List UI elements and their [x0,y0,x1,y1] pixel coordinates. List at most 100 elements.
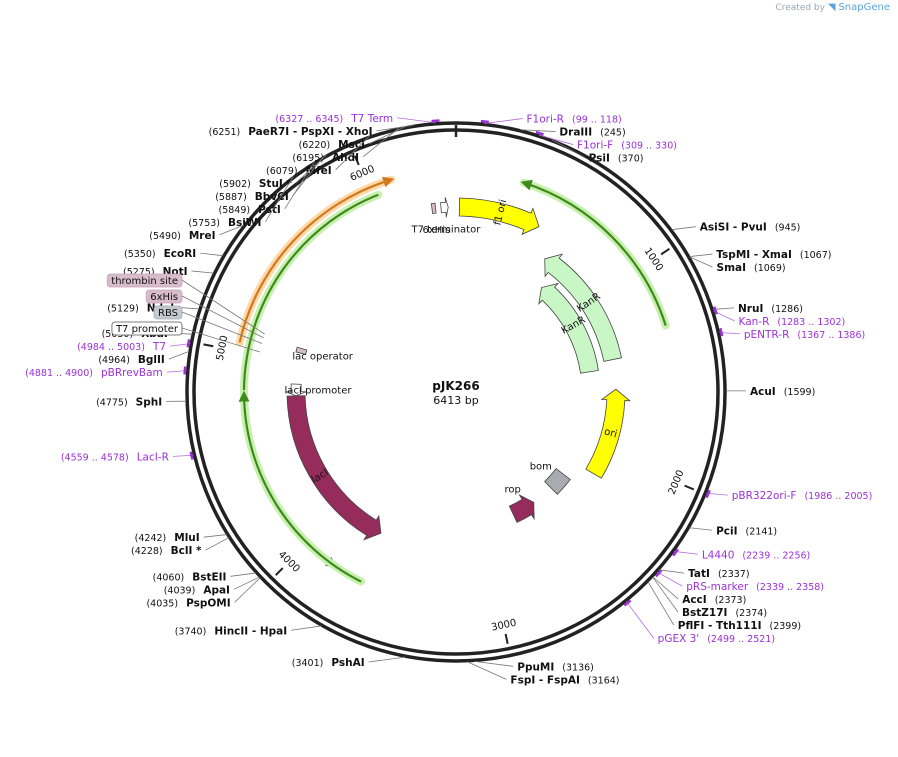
primer-mark[interactable] [431,119,440,123]
site-position: (2399) [770,621,802,632]
boxed-feature-thrombin-site[interactable]: thrombin site [106,273,265,335]
site-label[interactable]: BstEII(4060) [153,571,227,583]
feature-6xhis[interactable] [430,202,437,214]
primer-mark[interactable] [189,451,194,460]
primer-label[interactable]: pENTR-R(1367 .. 1386) [744,329,865,341]
site-label[interactable]: TspMI - XmaI(1067) [716,249,831,261]
site-label[interactable]: AhdI(6195) [292,152,359,164]
site-leader-line [335,136,370,171]
site-label[interactable]: PstI(5849) [218,204,280,216]
site-label[interactable]: SphI(4775) [96,396,162,408]
site-position: (370) [618,154,644,165]
primer-label[interactable]: pGEX 3'(2499 .. 2521) [658,633,775,645]
primer-leader-line [673,550,698,555]
primer-mark[interactable] [705,489,711,499]
primer-label[interactable]: pBR322ori-F(1986 .. 2005) [732,490,873,502]
feature-kanr[interactable] [538,282,599,374]
site-leader-line [191,270,214,274]
primer-mark[interactable] [480,119,489,124]
site-position: (2374) [735,608,767,619]
site-label[interactable]: AccI(2373) [682,594,746,606]
plasmid-length: 6413 bp [433,394,478,407]
site-label[interactable]: SmaI(1069) [717,262,786,274]
feature-bom[interactable] [544,468,571,495]
boxed-feature-bg [145,289,183,304]
site-label[interactable]: PaeR7I - PspXI - XhoI(6251) [209,126,373,138]
primer-label[interactable]: F1ori-R(99 .. 118) [527,114,622,126]
site-label[interactable]: ApaI(4039) [164,584,230,596]
primer-mark[interactable] [183,366,187,375]
site-label[interactable]: MreI(5490) [149,230,215,242]
site-label[interactable]: BstZ17I(2374) [682,607,767,619]
primer-label[interactable]: T7 Term(6327 .. 6345) [275,113,393,125]
feature-kanr[interactable] [544,253,622,362]
site-position: (245) [600,128,626,139]
site-label[interactable]: AsiSI - PvuI(945) [700,222,801,234]
primer-label[interactable]: pBRrevBam(4881 .. 4900) [25,367,163,379]
site-label[interactable]: TatI(2337) [688,568,749,580]
boxed-feature-6xhis[interactable]: 6xHis [145,289,264,339]
site-label[interactable]: FspI - FspAI(3164) [510,674,619,686]
primer-name: T7 Term [350,113,393,125]
boxed-feature-t7-promoter[interactable]: T7 promoter [111,321,261,353]
feature-label: lac operator [292,352,353,363]
site-label[interactable]: EcoRI(5350) [124,248,196,260]
primer-label[interactable]: T7(4984 .. 5003) [77,341,166,353]
site-label[interactable]: BglII(4964) [98,354,165,366]
primer-mark[interactable] [672,548,679,557]
feature-laci-promoter[interactable] [285,383,307,397]
primer-mark[interactable] [623,599,632,607]
primer-label[interactable]: LacI-R(4559 .. 4578) [61,451,169,463]
site-name: PsiI [589,153,610,165]
primer-label[interactable]: Kan-R(1283 .. 1302) [739,316,846,328]
site-name: MluI [174,532,199,544]
site-position: (5849) [218,205,250,216]
site-name: AsiSI - PvuI [700,222,767,234]
site-leader-line [474,660,514,667]
site-label[interactable]: BbvCI(5887) [215,191,289,203]
site-label[interactable]: PspOMI(4035) [146,597,230,609]
boxed-feature-rbs[interactable]: RBS [153,305,263,344]
feature-lac-operator[interactable] [295,346,308,355]
site-label[interactable]: BclI *(4228) [131,545,202,557]
primer-label[interactable]: F1ori-F(309 .. 330) [577,140,677,152]
site-name: HincII - HpaI [214,625,287,637]
primer-label[interactable]: pRS-marker(2339 .. 2358) [686,581,824,593]
tick-mark [203,343,214,348]
site-label[interactable]: PshAI(3401) [292,657,365,669]
site-position: (3401) [292,658,324,669]
primer-mark[interactable] [186,339,191,348]
site-label[interactable]: NruI(1286) [738,303,803,315]
primer-label[interactable]: L4440(2239 .. 2256) [702,549,810,561]
primer-name: pENTR-R [744,329,790,341]
site-label[interactable]: DraIII(245) [559,127,625,139]
site-label[interactable]: MscI(6220) [299,139,365,151]
site-label[interactable]: HincII - HpaI(3740) [175,625,287,637]
primer-mark[interactable] [713,306,718,315]
site-label[interactable]: PsiI (370) [589,153,644,165]
primer-leader-line [172,454,194,457]
site-position: (4039) [164,585,196,596]
site-leader-line [689,527,713,531]
site-position: (5753) [188,218,220,229]
primer-mark[interactable] [655,569,663,578]
boxed-feature-leader [181,311,263,344]
site-label[interactable]: AcuI(1599) [750,386,815,398]
site-label[interactable]: StuI *(5902) [219,178,292,190]
feature-laci[interactable] [286,395,382,541]
site-label[interactable]: PpuMI(3136) [517,661,594,673]
primer-range: (1283 .. 1302) [777,317,845,328]
boxed-feature-leader [181,327,261,353]
feature-t7-terminator[interactable] [440,197,449,218]
primer-mark[interactable] [535,130,544,136]
feature-rop[interactable] [508,494,535,523]
primer-mark[interactable] [719,327,724,337]
feature-f1-ori[interactable] [458,197,540,236]
site-label[interactable]: BsiWI(5753) [188,217,261,229]
site-label[interactable]: MluI(4242) [135,532,200,544]
site-label[interactable]: PflFI - Tth111I(2399) [678,620,801,632]
site-label[interactable]: PciI(2141) [716,525,777,537]
site-position: (5129) [107,303,139,314]
primer-leader-line [706,492,728,496]
feature-ori[interactable] [585,388,631,479]
